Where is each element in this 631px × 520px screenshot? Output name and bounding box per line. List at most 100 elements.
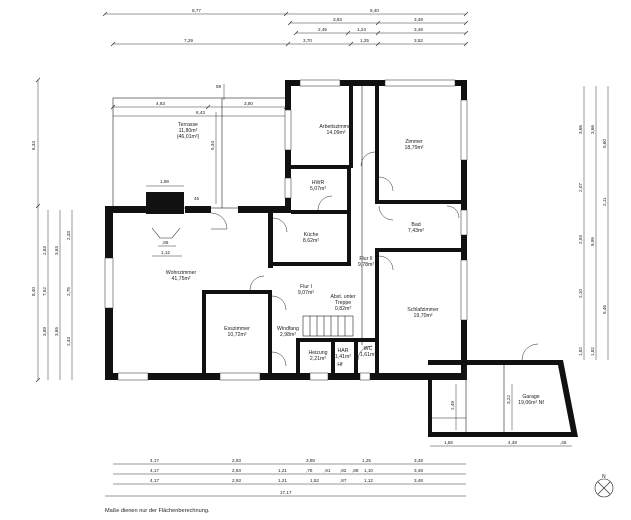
dim-45: 45 — [194, 196, 200, 201]
hwr-area: 5,07m² — [310, 186, 326, 192]
dim-right-a2: 2,07 — [578, 183, 583, 192]
dim-bot-2c: 1,21 — [278, 468, 287, 473]
arbeitszimmer-name: Arbeitszimmer — [319, 124, 352, 130]
dim-right-b3: 1,82 — [590, 347, 595, 356]
kamin-label: Kamin — [160, 220, 173, 225]
left-dimensions: 6,34 8,40 2,63 3,63 2,33 7,52 2,75 3,89 … — [31, 77, 73, 383]
heizung-area: 2,21m² — [310, 356, 326, 362]
north-label: N — [602, 474, 606, 480]
dim-terrasse-a: 4,63 — [156, 101, 165, 106]
doors — [210, 86, 539, 367]
dim-top-3a: 2,45 — [318, 27, 327, 32]
dim-left-i5: 2,75 — [66, 287, 71, 296]
bad-area: 7,43m² — [408, 228, 424, 234]
dim-bot-2f: ,82 — [340, 468, 347, 473]
wohnzimmer-area: 41,75m² — [171, 276, 190, 282]
dim-bot-3a: 4,17 — [150, 478, 159, 483]
dim-534: 5,34 — [210, 141, 215, 150]
kueche-area: 8,62m² — [303, 238, 319, 244]
dim-right-a3: 2,53 — [578, 235, 583, 244]
dim-bot-3c: 1,21 — [278, 478, 287, 483]
dim-terrasse-total: 8,43 — [196, 110, 205, 115]
windfang-name: Windfang — [277, 326, 299, 332]
har-flag: Hf — [337, 362, 343, 368]
dim-bot-2a: 4,17 — [150, 468, 159, 473]
dim-garage-h1: 2,49 — [450, 401, 455, 410]
right-dimensions: 3,66 2,07 2,53 2,10 1,82 3,66 8,95 1,82 … — [578, 86, 609, 360]
abst-name2: Treppe — [335, 300, 351, 306]
garage-area: 19,06m² Nf — [518, 400, 544, 406]
zimmer-area: 18,79m² — [404, 145, 423, 151]
dim-bot-2d: ,78 — [306, 468, 313, 473]
bottom-dimensions: 4,17 2,93 3,88 1,25 3,48 4,17 2,93 1,21 … — [105, 458, 466, 497]
dim-top-4c: 1,25 — [360, 38, 369, 43]
windfang-area: 2,98m² — [280, 332, 296, 338]
flur1-area: 9,07m² — [298, 290, 314, 296]
dim-right-c2: 2,11 — [602, 197, 607, 206]
dim-garage-3: ,45 — [560, 440, 567, 445]
esszimmer-name: Esszimmer — [224, 326, 250, 332]
dim-bot-2e: ,91 — [324, 468, 331, 473]
dim-right-b1: 3,66 — [590, 125, 595, 134]
dim-right-a1: 3,66 — [578, 125, 583, 134]
dim-bot-1e: 3,48 — [414, 458, 423, 463]
dim-kamin-112: 1,12 — [161, 250, 170, 255]
wc-area: 1,61m² — [360, 352, 376, 358]
dim-bot-3g: 3,48 — [414, 478, 423, 483]
terrasse-area-total: (46,01m²) — [177, 134, 200, 140]
garage-structure — [428, 365, 505, 432]
dim-right-b2: 8,95 — [590, 237, 595, 246]
dim-top-4a: 7,29 — [184, 38, 193, 43]
dim-bot-1a: 4,17 — [150, 458, 159, 463]
dim-garage-h2: 3,22 — [506, 395, 511, 404]
bad-name: Bad — [411, 222, 420, 228]
dim-left-i4: 7,52 — [42, 287, 47, 296]
har-area: 1,41m² — [335, 354, 351, 360]
dim-top-1b: 8,40 — [370, 8, 379, 13]
abst-name: Abst. unter — [330, 294, 355, 300]
dim-kamin-86: ,86 — [162, 240, 169, 245]
dim-right-a4: 2,10 — [578, 289, 583, 298]
dim-left-i3: 2,33 — [66, 231, 71, 240]
room-labels: Arbeitszimmer 14,09m² Zimmer 18,79m² HWR… — [160, 124, 545, 406]
dim-kamin-w: 1,98 — [160, 179, 169, 184]
dim-top-3c: 3,48 — [414, 27, 423, 32]
hwr-name: HWR — [312, 180, 325, 186]
flur2-name: Flur II — [359, 256, 372, 262]
dim-left-i2: 3,63 — [54, 246, 59, 255]
dim-bot-2h: 1,10 — [364, 468, 373, 473]
dim-left-2: 8,40 — [31, 287, 36, 296]
dim-bot-3f: 1,12 — [364, 478, 373, 483]
garage-name: Garage — [522, 394, 539, 400]
north-arrow-icon: N — [594, 474, 614, 498]
dim-right-a5: 1,82 — [578, 347, 583, 356]
dim-bot-2b: 2,93 — [232, 468, 241, 473]
dim-garage-2: 4,48 — [508, 440, 517, 445]
flur1-name: Flur I — [300, 284, 312, 290]
zimmer-name: Zimmer — [405, 139, 423, 145]
dim-bot-total: 17,17 — [280, 490, 292, 495]
dim-top-2b: 3,48 — [414, 17, 423, 22]
wohnzimmer-name: Wohnzimmer — [166, 270, 197, 276]
dim-garage-1: 1,56 — [444, 440, 453, 445]
flur2-area: 9,78m² — [358, 262, 374, 268]
dim-right-c3: 5,46 — [602, 305, 607, 314]
dim-top-3b: 1,24 — [357, 27, 366, 32]
dim-top-1a: 8,77 — [192, 8, 201, 13]
dim-left-i7: 3,65 — [54, 327, 59, 336]
dim-left-i8: 2,43 — [66, 337, 71, 346]
abst-area: 0,82m² — [335, 306, 351, 312]
top-dimensions: 8,77 8,40 3,83 3,48 2,45 1,24 3,48 7,29 … — [102, 8, 469, 117]
har-name: HAR — [338, 348, 349, 354]
dim-top-4d: 3,52 — [414, 38, 423, 43]
dim-top-2a: 3,83 — [333, 17, 342, 22]
dim-bot-2g: ,88 — [352, 468, 359, 473]
dim-right-c1: 5,60 — [602, 139, 607, 148]
kueche-name: Küche — [304, 232, 319, 238]
dim-bot-1d: 1,25 — [362, 458, 371, 463]
esszimmer-area: 10,72m² — [227, 332, 246, 338]
windows — [104, 79, 468, 381]
footnote: Maße dienen nur der Flächenberechnung. — [105, 508, 210, 514]
walls — [105, 80, 578, 437]
